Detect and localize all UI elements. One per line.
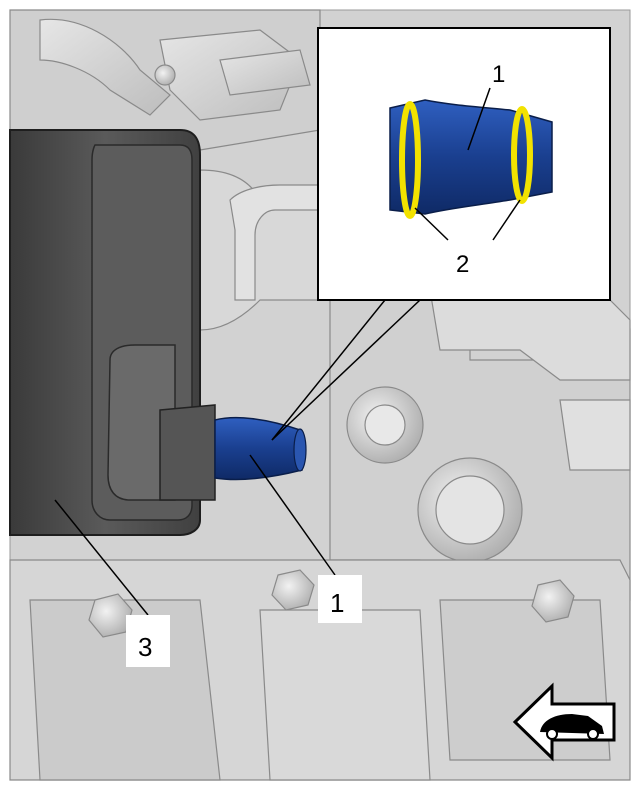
svg-text:1: 1 (330, 588, 344, 618)
callout-label-3: 3 (126, 615, 170, 667)
inset-callout-2: 2 (456, 251, 469, 278)
main-callout-lines (54, 454, 336, 616)
inset-detail: 1 2 (317, 27, 611, 301)
svg-text:3: 3 (138, 632, 152, 662)
seal-ring-right (511, 106, 533, 204)
seal-ring-left (399, 101, 421, 219)
inset-callout-1: 1 (492, 61, 505, 88)
inset-leader-lines (271, 299, 421, 441)
callout-label-1: 1 (318, 575, 362, 623)
car-front-arrow-left-icon (512, 682, 616, 762)
oil-cooler (9, 129, 216, 536)
